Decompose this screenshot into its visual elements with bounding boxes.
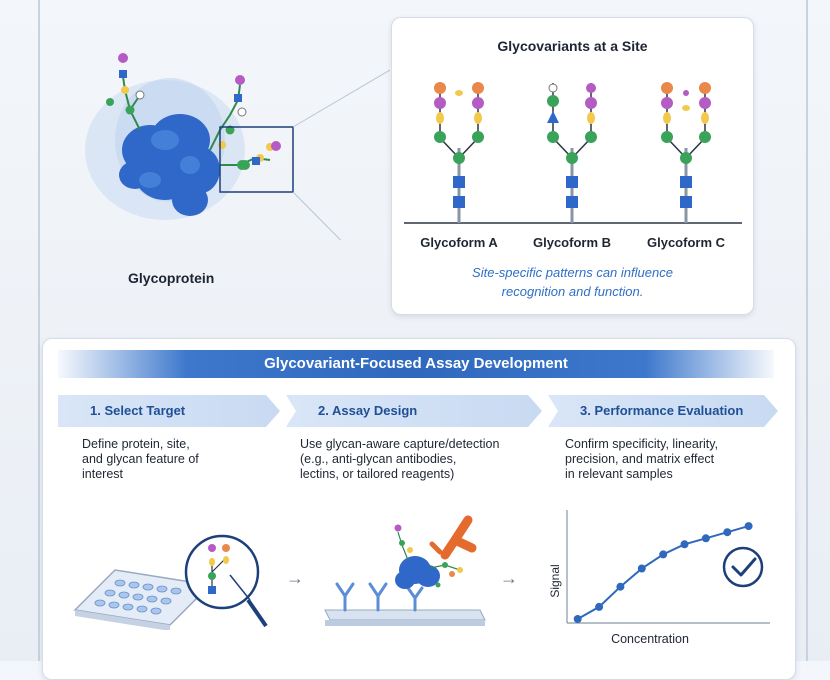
glycoform-a-label: Glycoform A — [420, 235, 498, 250]
chart-y-label: Signal — [548, 564, 562, 597]
site-note: Site-specific patterns can influence rec… — [392, 263, 753, 301]
chart-point — [680, 540, 689, 549]
step-3-description: Confirm specificity, linearity, precisio… — [565, 437, 719, 481]
glycoform-c-structure — [661, 82, 711, 223]
step-1-description: Define protein, site, and glycan feature… — [82, 437, 199, 481]
chart-series-line — [577, 525, 749, 620]
glycoform-c-label: Glycoform C — [646, 235, 725, 250]
site-note-line-1: Site-specific patterns can influence — [472, 265, 673, 280]
glycoform-structures — [404, 82, 742, 224]
glycoform-b-label: Glycoform B — [532, 235, 611, 250]
chart-point — [637, 564, 646, 573]
antibody-icon — [440, 515, 477, 560]
chart-point — [701, 534, 710, 543]
assay-banner: Glycovariant-Focused Assay Development — [58, 350, 774, 378]
chart-point — [659, 550, 668, 559]
glycoform-a-structure — [434, 82, 484, 223]
chart-point — [616, 582, 625, 591]
glycovariants-card: Glycovariants at a Site — [391, 17, 754, 315]
flow-arrow-1: → — [286, 568, 304, 588]
step-3-performance-evaluation: 3. Performance Evaluation — [548, 395, 778, 427]
site-note-line-2: recognition and function. — [501, 284, 644, 299]
glycoform-b-structure — [547, 83, 597, 223]
step-2-description: Use glycan-aware capture/detection (e.g.… — [300, 437, 500, 481]
flow-arrow-2: → — [500, 568, 518, 588]
magnifier-icon — [184, 534, 268, 628]
chart-point — [723, 528, 732, 537]
step-2-assay-design: 2. Assay Design — [286, 395, 542, 427]
chart-point — [595, 602, 604, 611]
assay-design-illustration — [324, 515, 486, 626]
step-1-select-target: 1. Select Target — [58, 395, 280, 427]
glycovariants-title: Glycovariants at a Site — [497, 38, 648, 54]
calibration-chart: Signal Concentration — [548, 510, 770, 646]
chart-x-label: Concentration — [611, 632, 689, 646]
glycoprotein-label: Glycoprotein — [128, 270, 215, 286]
left-frame-line — [38, 0, 40, 661]
chart-point — [573, 615, 582, 623]
right-frame-line — [806, 0, 808, 661]
plate-icon — [73, 569, 212, 630]
glycoprotein-illustration — [85, 53, 390, 240]
chart-point — [744, 522, 753, 531]
check-circle-icon — [722, 546, 764, 588]
